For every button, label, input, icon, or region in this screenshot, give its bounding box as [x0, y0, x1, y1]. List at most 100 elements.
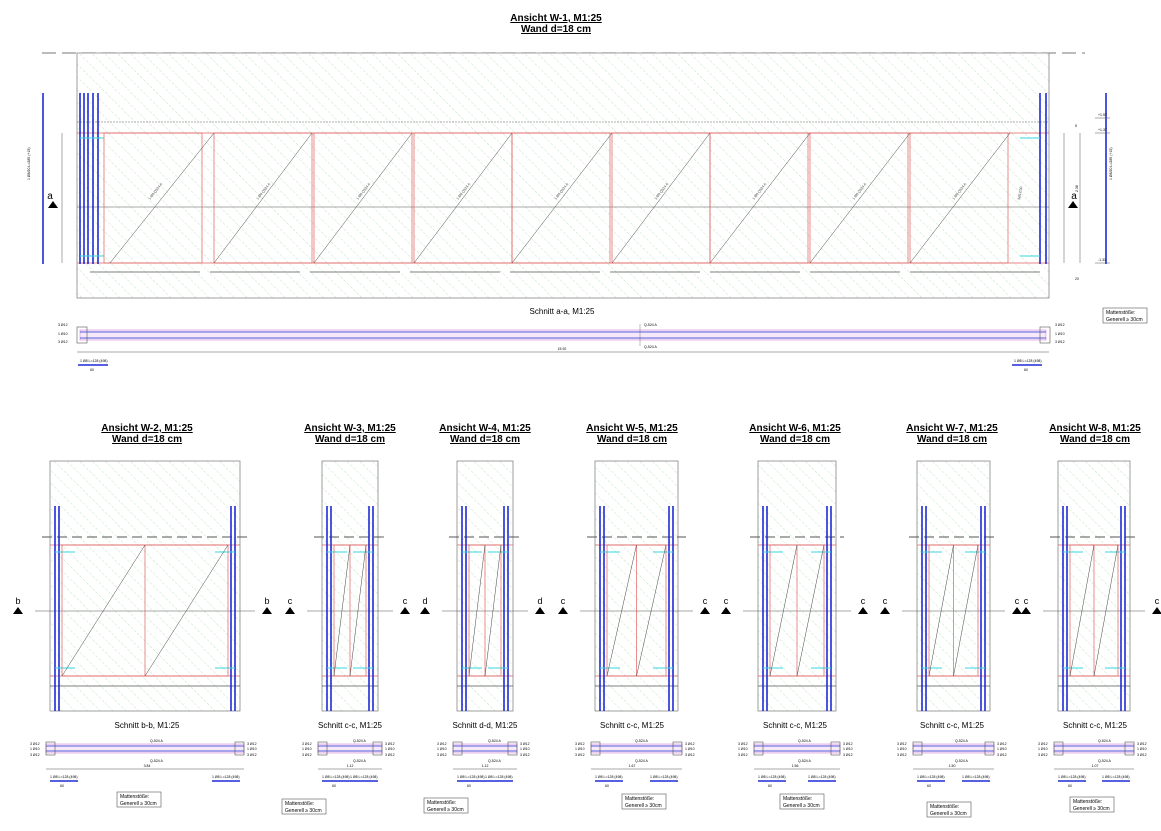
section-arrow-left	[721, 607, 731, 614]
svg-text:1 Ø8 L=128 (498): 1 Ø8 L=128 (498)	[212, 775, 240, 779]
svg-text:Q-524 A: Q-524 A	[150, 739, 164, 743]
svg-text:3 Ø12: 3 Ø12	[1137, 742, 1147, 746]
section-title: Schnitt c-c, M1:25	[763, 721, 828, 730]
svg-text:1 Ø8 L=128 (498): 1 Ø8 L=128 (498)	[50, 775, 78, 779]
svg-text:1 Ø10: 1 Ø10	[897, 747, 907, 751]
section-length: 1.12	[347, 764, 354, 768]
svg-text:1 Ø8 L=128 (498): 1 Ø8 L=128 (498)	[650, 775, 678, 779]
view-subtitle: Wand d=18 cm	[315, 434, 385, 445]
svg-text:1 Ø8 L=128 (498): 1 Ø8 L=128 (498)	[485, 775, 513, 779]
section-length: 3.84	[144, 764, 151, 768]
svg-text:Q-524 A: Q-524 A	[644, 323, 658, 327]
matten-note: Mattenstöße:Generell ≥ 30cm	[116, 791, 162, 808]
svg-text:Generell ≥ 30cm: Generell ≥ 30cm	[120, 801, 157, 807]
svg-text:Q-524 A: Q-524 A	[150, 759, 164, 763]
svg-text:60: 60	[467, 784, 471, 788]
section-marker-right: b	[264, 596, 269, 606]
svg-text:Q-524 A: Q-524 A	[1098, 759, 1112, 763]
svg-text:3 Ø12: 3 Ø12	[738, 742, 748, 746]
svg-text:1 Ø10: 1 Ø10	[302, 747, 312, 751]
svg-text:3 Ø12: 3 Ø12	[1055, 323, 1065, 327]
svg-text:60: 60	[1024, 368, 1028, 372]
svg-text:60: 60	[605, 784, 609, 788]
svg-text:Mattenstöße:: Mattenstöße:	[285, 801, 314, 807]
svg-text:3 Ø12: 3 Ø12	[1038, 753, 1048, 757]
view-title: Ansicht W-2, M1:25	[101, 423, 193, 434]
svg-text:3 Ø12: 3 Ø12	[685, 753, 695, 757]
wall-elevation-w1	[76, 52, 1050, 299]
svg-text:3 Ø12: 3 Ø12	[738, 753, 748, 757]
svg-text:1 Ø10: 1 Ø10	[520, 747, 530, 751]
svg-text:3 Ø12: 3 Ø12	[385, 753, 395, 757]
section-length: 1.50	[949, 764, 956, 768]
section-marker-left: c	[883, 596, 888, 606]
matten-note: Mattenstöße:Generell ≥ 30cm	[926, 801, 972, 818]
svg-text:20: 20	[1075, 277, 1079, 281]
svg-text:Generell ≥ 30cm: Generell ≥ 30cm	[1073, 806, 1110, 812]
svg-text:1 Ø8 L=128 (498): 1 Ø8 L=128 (498)	[80, 359, 108, 363]
svg-text:1 Ø10: 1 Ø10	[30, 747, 40, 751]
svg-text:1 Ø8 L=128 (498): 1 Ø8 L=128 (498)	[962, 775, 990, 779]
view-subtitle: Wand d=18 cm	[1060, 434, 1130, 445]
svg-text:3 Ø12: 3 Ø12	[1055, 340, 1065, 344]
svg-text:3 Ø12: 3 Ø12	[58, 340, 68, 344]
svg-text:1 Ø8 L=128 (498): 1 Ø8 L=128 (498)	[350, 775, 378, 779]
svg-text:1 Ø10: 1 Ø10	[997, 747, 1007, 751]
section-arrow-left	[420, 607, 430, 614]
section-marker-right: d	[537, 596, 542, 606]
view-title: Ansicht W-4, M1:25	[439, 423, 531, 434]
svg-text:3 Ø12: 3 Ø12	[685, 742, 695, 746]
diagonals	[109, 132, 1011, 264]
rebar-right	[1039, 93, 1107, 264]
svg-text:Q-524 A: Q-524 A	[798, 739, 812, 743]
svg-text:Q-524 A: Q-524 A	[798, 759, 812, 763]
svg-text:1 Ø10: 1 Ø10	[575, 747, 585, 751]
svg-text:60: 60	[332, 784, 336, 788]
matten-note: Mattenstöße:Generell ≥ 30cm	[1069, 796, 1115, 813]
section-arrow-right	[262, 607, 272, 614]
section-aa	[76, 324, 1051, 353]
section-arrow-left	[13, 607, 23, 614]
matten-note: Mattenstöße:Generell ≥ 30cm	[779, 793, 825, 810]
svg-text:3 Ø12: 3 Ø12	[437, 753, 447, 757]
svg-text:1 Ø8 L=128 (498): 1 Ø8 L=128 (498)	[758, 775, 786, 779]
svg-text:3 Ø12: 3 Ø12	[843, 742, 853, 746]
section-marker-left: c	[724, 596, 729, 606]
svg-text:15.92: 15.92	[558, 347, 567, 351]
svg-text:3 Ø12: 3 Ø12	[247, 742, 257, 746]
svg-text:2.38: 2.38	[1075, 185, 1079, 192]
svg-text:60: 60	[60, 784, 64, 788]
section-title: Schnitt c-c, M1:25	[600, 721, 665, 730]
section-title: Schnitt d-d, M1:25	[453, 721, 518, 730]
svg-text:3 Ø12: 3 Ø12	[575, 742, 585, 746]
section-arrow-right	[858, 607, 868, 614]
section-arrow-right	[535, 607, 545, 614]
svg-text:3 Ø12: 3 Ø12	[302, 742, 312, 746]
section-marker-left: b	[15, 596, 20, 606]
svg-text:3 Ø12: 3 Ø12	[302, 753, 312, 757]
svg-text:1 Ø8 L=128 (498): 1 Ø8 L=128 (498)	[322, 775, 350, 779]
svg-text:1 Ø10: 1 Ø10	[738, 747, 748, 751]
main-note: Mattenstöße: Generell ≥ 30cm	[1102, 307, 1148, 324]
rebar-left	[42, 93, 99, 264]
svg-text:1 Ø10: 1 Ø10	[1038, 747, 1048, 751]
svg-text:1 Ø8 L=128 (498): 1 Ø8 L=128 (498)	[1058, 775, 1086, 779]
section-title: Schnitt c-c, M1:25	[920, 721, 985, 730]
svg-text:3 Ø12: 3 Ø12	[30, 753, 40, 757]
matten-note: Mattenstöße:Generell ≥ 30cm	[621, 793, 667, 810]
section-arrow-right	[1152, 607, 1161, 614]
svg-text:1 Ø10: 1 Ø10	[247, 747, 257, 751]
section-marker-left: c	[1024, 596, 1029, 606]
svg-text:3 Ø12: 3 Ø12	[843, 753, 853, 757]
svg-text:1 Ø8 L=128 (498): 1 Ø8 L=128 (498)	[457, 775, 485, 779]
svg-text:3Ø12/30: 3Ø12/30	[1017, 186, 1023, 200]
svg-text:5: 5	[1075, 124, 1077, 128]
main-view-subtitle: Wand d=18 cm	[521, 24, 591, 35]
svg-text:Mattenstöße:: Mattenstöße:	[1073, 799, 1102, 805]
svg-text:3 Ø12: 3 Ø12	[520, 753, 530, 757]
svg-text:Q-524 A: Q-524 A	[488, 759, 502, 763]
